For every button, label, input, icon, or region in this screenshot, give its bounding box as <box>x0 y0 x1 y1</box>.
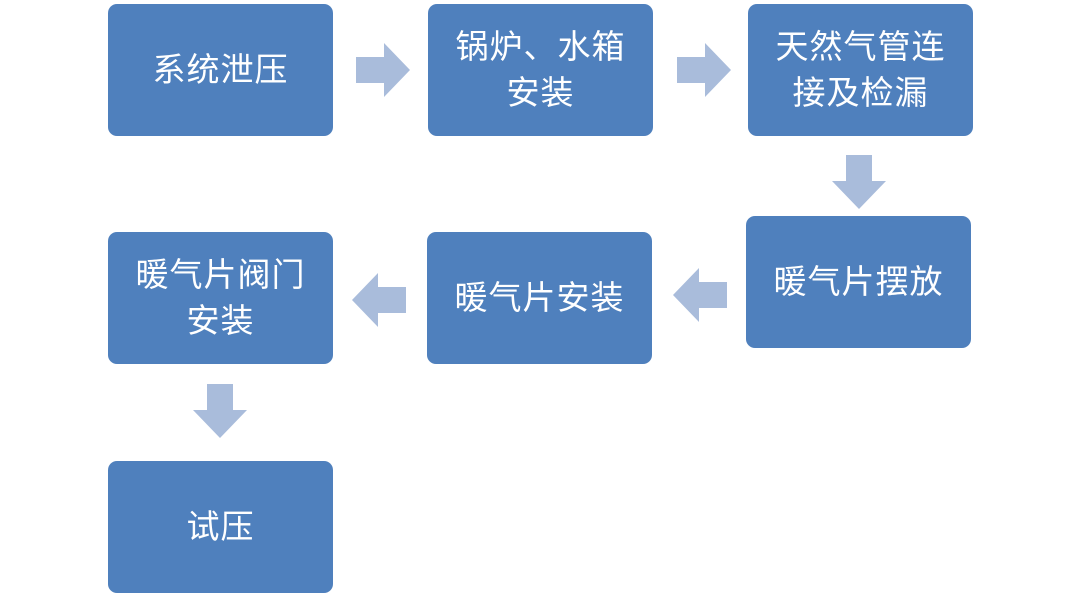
step-label-line: 暖气片阀门 <box>135 255 306 294</box>
step-system-pressure-relief: 系统泄压 <box>108 4 333 136</box>
arrow-down-2-icon <box>193 384 247 438</box>
step-label-line: 安装 <box>506 73 575 112</box>
step-label-line: 锅炉、水箱 <box>455 27 626 66</box>
step-label-line: 系统泄压 <box>152 50 289 89</box>
arrow-left-2-icon <box>352 273 406 327</box>
arrow-down-1-icon <box>832 155 886 209</box>
step-gas-pipe-connect-leak-check: 天然气管连 接及检漏 <box>748 4 973 136</box>
arrow-right-2-icon <box>677 43 731 97</box>
step-label-line: 接及检漏 <box>792 73 929 112</box>
step-boiler-water-tank-install: 锅炉、水箱 安装 <box>428 4 653 136</box>
step-label-line: 暖气片摆放 <box>773 262 944 301</box>
step-radiator-placement: 暖气片摆放 <box>746 216 971 348</box>
step-pressure-test: 试压 <box>108 461 333 593</box>
step-label-line: 暖气片安装 <box>454 278 625 317</box>
step-label-line: 试压 <box>186 507 255 546</box>
arrow-right-1-icon <box>356 43 410 97</box>
step-radiator-install: 暖气片安装 <box>427 232 652 364</box>
step-label-line: 安装 <box>186 301 255 340</box>
step-label-line: 天然气管连 <box>775 27 946 66</box>
step-radiator-valve-install: 暖气片阀门 安装 <box>108 232 333 364</box>
arrow-left-1-icon <box>673 268 727 322</box>
